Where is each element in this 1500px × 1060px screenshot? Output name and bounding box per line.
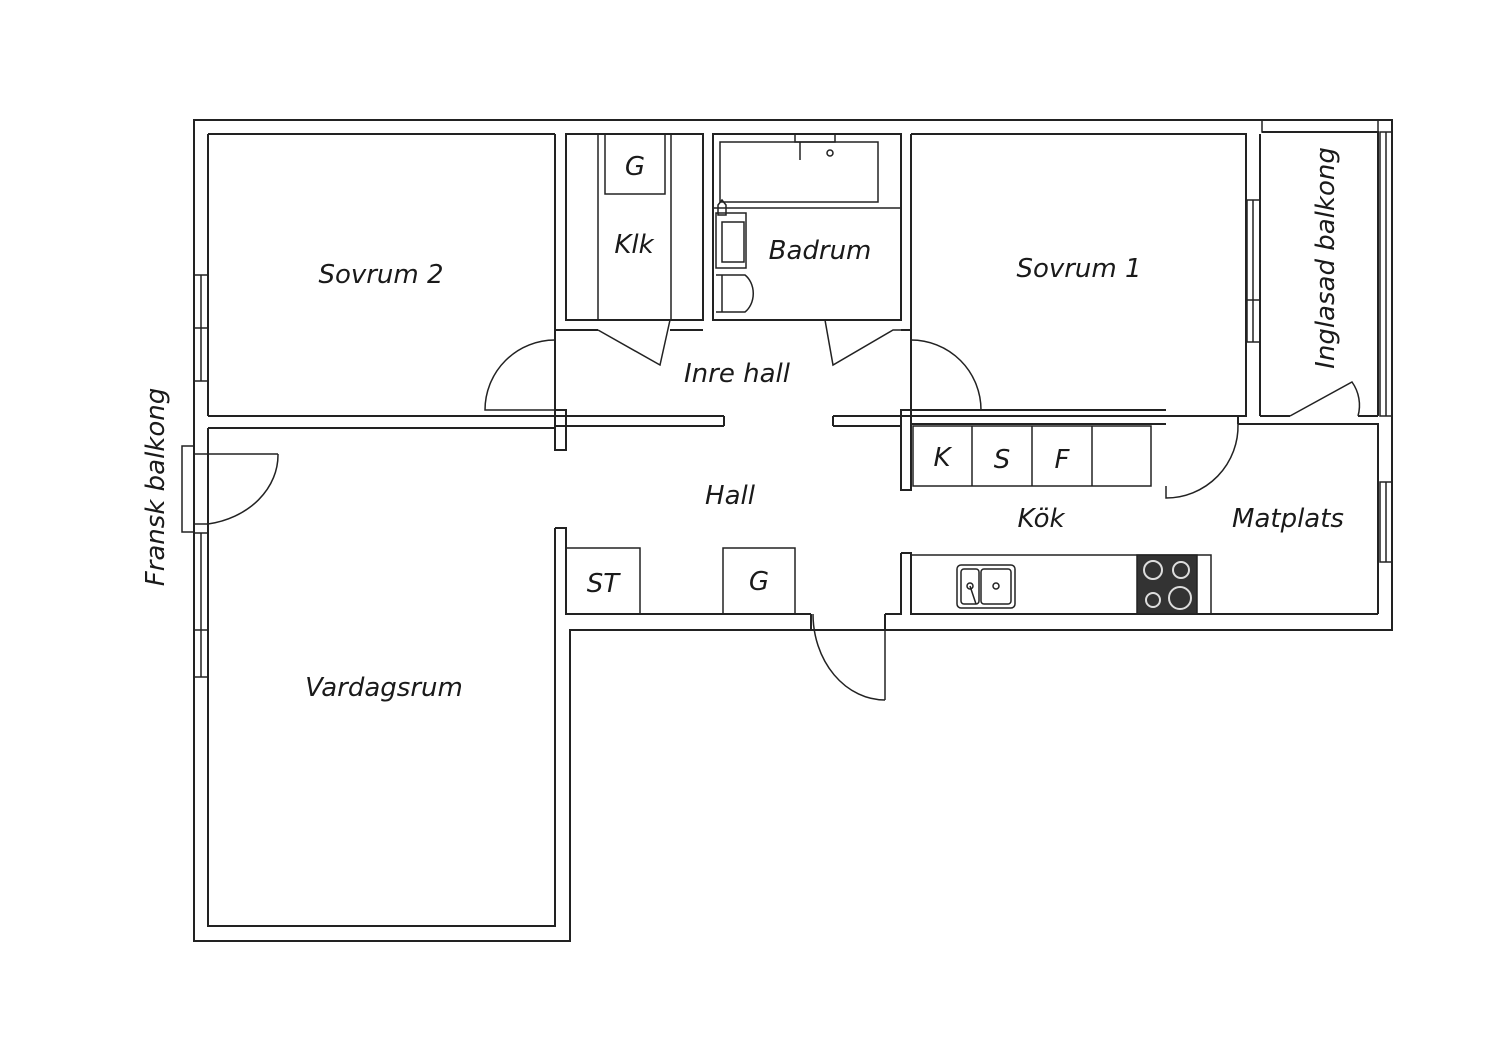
label-hall: Hall <box>705 481 756 511</box>
room-labels: Sovrum 2 Klk Badrum Sovrum 1 Inre hall H… <box>141 147 1344 703</box>
label-stove-cabinet: S <box>994 445 1011 475</box>
label-hall-st: ST <box>587 569 622 599</box>
window-vardagsrum <box>193 532 209 678</box>
label-sovrum-2: Sovrum 2 <box>318 260 443 290</box>
room-sovrum-2 <box>208 134 556 429</box>
label-klk: Klk <box>614 230 654 260</box>
label-inre-hall: Inre hall <box>684 359 791 389</box>
window-sovrum-2 <box>193 274 209 382</box>
label-klk-storage: G <box>625 152 645 182</box>
label-badrum: Badrum <box>769 236 872 266</box>
room-badrum <box>712 133 902 367</box>
label-vardagsrum: Vardagsrum <box>305 673 463 703</box>
kitchen-upper-cabinets <box>912 423 1166 487</box>
label-inglasad-balkong: Inglasad balkong <box>1311 147 1341 369</box>
room-matplats <box>1165 416 1393 614</box>
entrance-door <box>812 613 886 701</box>
label-fridge: K <box>933 443 952 473</box>
label-freezer: F <box>1055 445 1071 475</box>
fixture-labels: G K S F ST G <box>587 152 1071 599</box>
inre-hall-doors <box>484 329 1166 491</box>
room-inglasad-balkong <box>1260 119 1393 417</box>
label-kok: Kök <box>1017 504 1065 534</box>
stove-icon <box>1136 554 1198 615</box>
label-sovrum-1: Sovrum 1 <box>1016 254 1141 284</box>
room-klk <box>565 133 704 367</box>
hall-storage <box>555 527 902 630</box>
fransk-balkong-door <box>181 445 279 533</box>
label-matplats: Matplats <box>1232 504 1344 534</box>
label-fransk-balkong: Fransk balkong <box>141 388 171 587</box>
label-hall-g: G <box>749 567 769 597</box>
